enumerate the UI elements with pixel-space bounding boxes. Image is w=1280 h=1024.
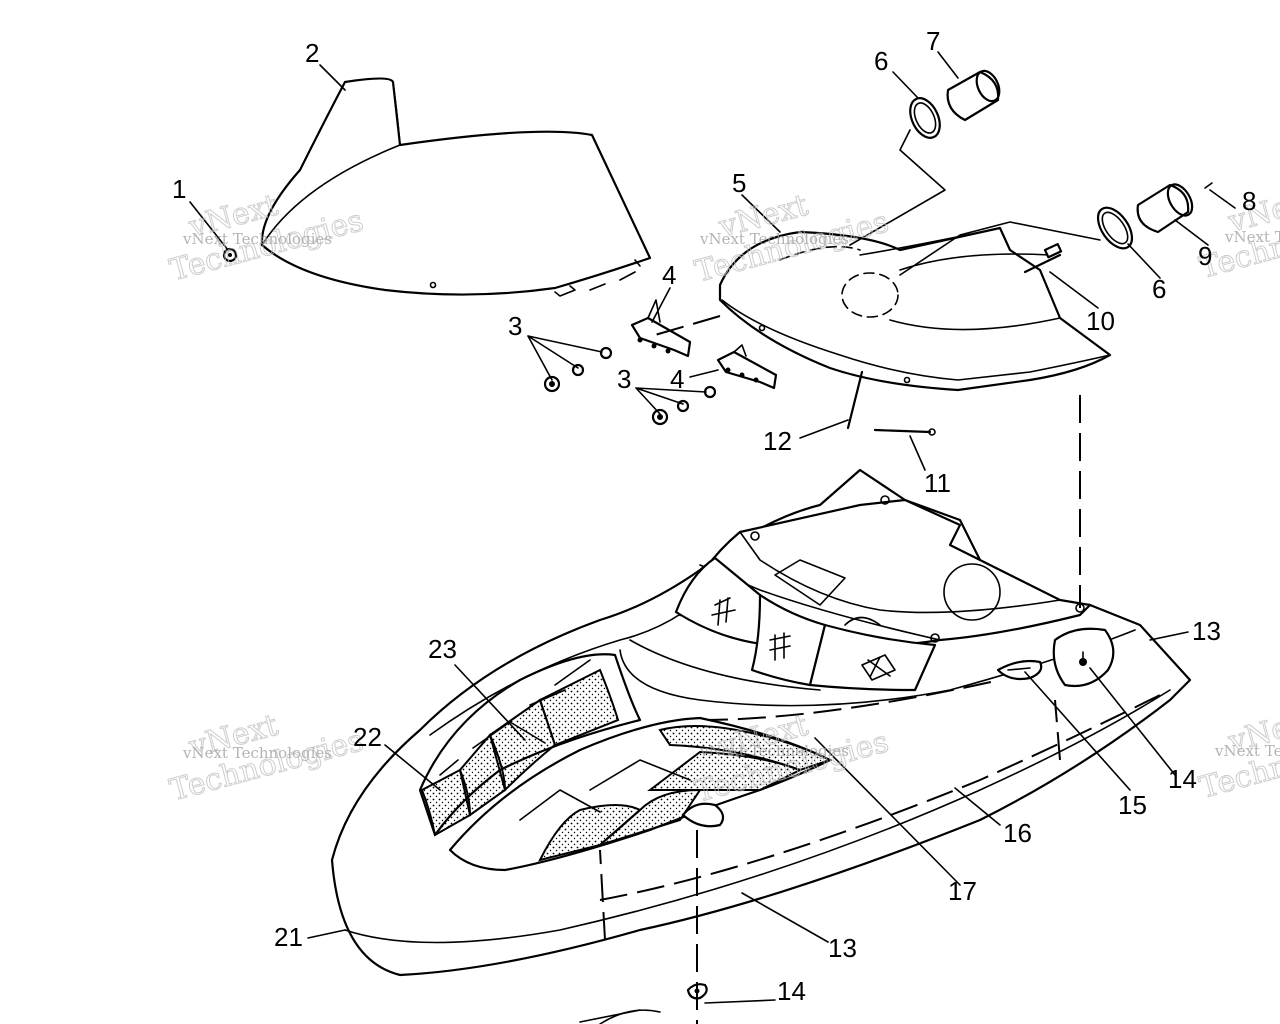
bolt: [873, 428, 936, 436]
callout-23: 23: [428, 634, 457, 664]
callout-3: 3: [508, 311, 522, 341]
callout-labels: 1 2 3 3 4 4 5 6 6 7 8 9 10 11 12 13 13 1…: [172, 26, 1256, 1006]
gauge-top: [946, 69, 1001, 122]
callout-17: 17: [948, 876, 977, 906]
pin: [1204, 182, 1213, 189]
callout-9: 9: [1198, 241, 1212, 271]
bracket-upper: [630, 299, 692, 358]
callout-13: 13: [1192, 616, 1221, 646]
callout-4: 4: [662, 260, 676, 290]
callout-5: 5: [732, 168, 746, 198]
dash-panel: [718, 226, 1112, 392]
console-panels: [674, 556, 937, 692]
lower-edge-2: [579, 1009, 641, 1023]
callout-7: 7: [926, 26, 940, 56]
watermark-small: vNext Technologies: [1224, 228, 1280, 246]
callout-8: 8: [1242, 186, 1256, 216]
gauge-ring-right: [1096, 206, 1134, 250]
watermark-small: vNext Technologies: [699, 742, 849, 760]
watermark-small: vNext Technologies: [699, 230, 849, 248]
callout-15: 15: [1118, 790, 1147, 820]
wire-harness: [846, 370, 864, 430]
bracket-lower: [716, 344, 778, 390]
callout-22: 22: [353, 722, 382, 752]
washer-nut-set-upper: [543, 346, 613, 393]
gauge-wire-right: [899, 221, 1101, 276]
callout-14: 14: [1168, 764, 1197, 794]
watermark-small: vNext Technologies: [1214, 742, 1280, 760]
callout-10: 10: [1086, 306, 1115, 336]
watermark-small: vNext Technologies: [182, 744, 332, 762]
callout-21: 21: [274, 922, 303, 952]
callout-6: 6: [874, 46, 888, 76]
callout-14: 14: [777, 976, 806, 1006]
callout-16: 16: [1003, 818, 1032, 848]
callout-12: 12: [763, 426, 792, 456]
gauge-wire: [849, 129, 946, 246]
callout-11: 11: [924, 468, 951, 498]
indicator-bulb: [1023, 242, 1063, 274]
callout-2: 2: [305, 38, 319, 68]
vent-left: [418, 653, 642, 837]
callout-6: 6: [1152, 274, 1166, 304]
gauge-ring-top: [909, 97, 941, 139]
side-latch-panel: [996, 627, 1115, 688]
watermark-small: vNext Technologies: [182, 230, 332, 248]
screw-fastener: [222, 247, 238, 263]
callout-3: 3: [617, 364, 631, 394]
gauge-right: [1136, 183, 1194, 234]
callout-13: 13: [828, 933, 857, 963]
assembly-line: [654, 315, 721, 336]
callout-4: 4: [670, 364, 684, 394]
leader-lines: [189, 51, 1236, 1004]
callout-1: 1: [172, 174, 186, 204]
vent-right: [448, 716, 833, 872]
windshield: [260, 77, 652, 297]
